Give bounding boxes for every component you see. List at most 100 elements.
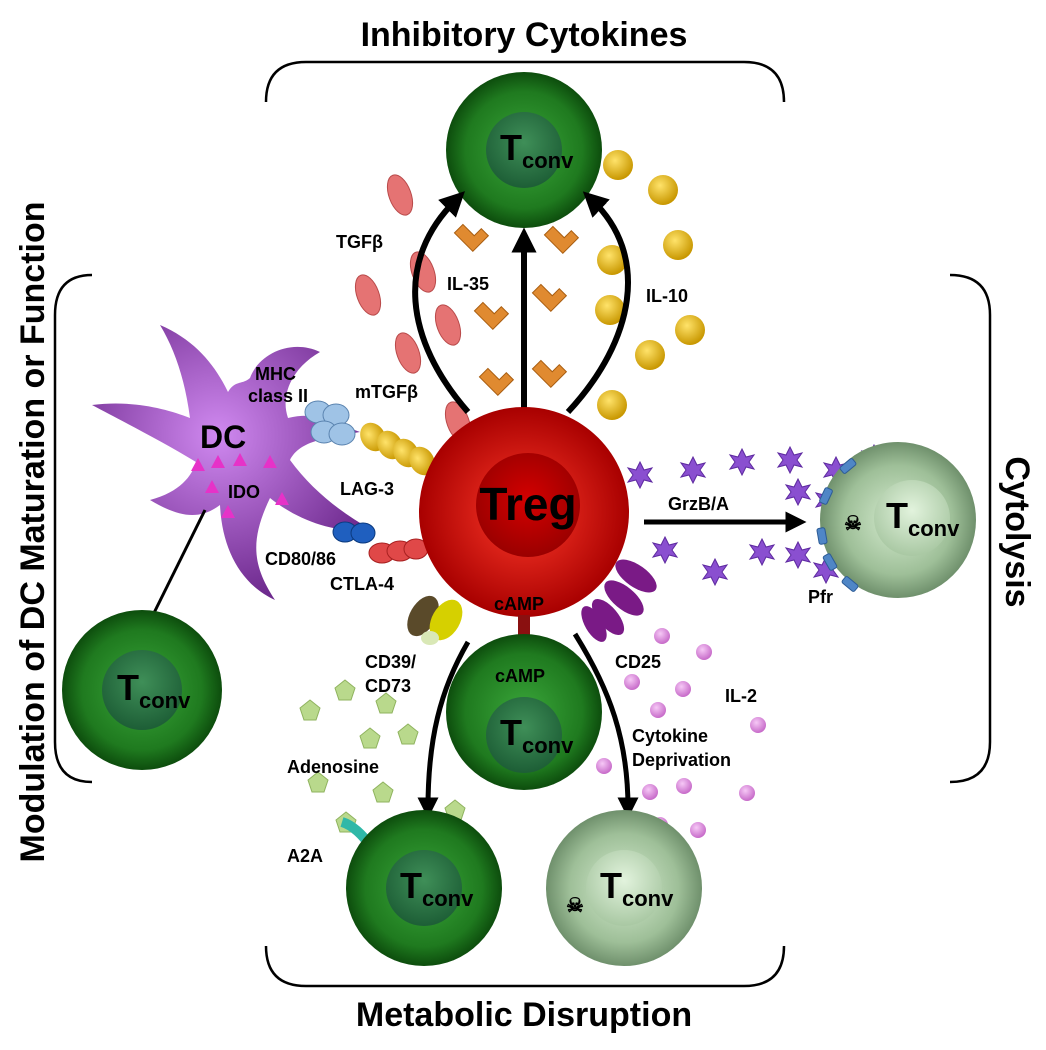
il10-molecule — [595, 295, 625, 325]
tconv-camp: cAMP Tconv — [446, 634, 602, 790]
il10-molecules — [595, 150, 705, 420]
granzyme-molecule — [728, 447, 756, 477]
perforin-pore — [822, 553, 838, 571]
il2-molecule — [690, 822, 706, 838]
dc-inhibition-line — [146, 509, 207, 626]
label-adenosine: Adenosine — [287, 757, 379, 777]
ido-triangle — [275, 492, 289, 505]
granzyme-molecule — [651, 535, 679, 565]
arrow-tgfb — [412, 191, 471, 414]
label-camp-tconv: cAMP — [495, 666, 545, 686]
ido-triangle — [233, 453, 247, 466]
arrow-il10 — [565, 191, 631, 415]
label-cytokine-line1: Cytokine — [632, 726, 708, 746]
il10-molecule — [603, 150, 633, 180]
perforin-pore — [819, 487, 833, 505]
arrow-cytokine-deprivation — [572, 632, 639, 819]
adenosine-molecules — [299, 679, 466, 833]
tconv-top-nucleus — [486, 112, 562, 188]
ctla4-molecule — [368, 538, 429, 564]
cd25-molecule — [591, 598, 625, 636]
label-a2a: A2A — [287, 846, 323, 866]
tconv-cytolysis-nucleus — [874, 480, 950, 556]
adenosine-molecule — [307, 771, 329, 793]
tconv-top: Tconv — [446, 72, 602, 228]
label-il2: IL-2 — [725, 686, 757, 706]
ido-triangles — [191, 453, 289, 518]
tconv-adenosine-nucleus — [386, 850, 462, 926]
tconv-left-label: Tconv — [117, 667, 191, 713]
adenosine-molecule — [375, 692, 397, 714]
label-cytokine-line2: Deprivation — [632, 750, 731, 770]
il35-molecule — [531, 283, 568, 313]
adenosine-molecule — [372, 781, 394, 803]
title-cytolysis: Cytolysis — [998, 456, 1036, 607]
il10-molecule — [663, 230, 693, 260]
label-grzb: GrzB/A — [668, 494, 729, 514]
adenosine-molecule — [359, 727, 381, 749]
mhc-class-ii-molecule — [304, 400, 356, 446]
dc-body — [92, 325, 372, 600]
tconv-cytolysis: Tconv ☠ — [820, 442, 976, 598]
perforin-pores — [816, 458, 859, 592]
granzyme-molecule — [626, 460, 654, 490]
tgfb-molecule — [386, 174, 414, 216]
label-cd39-line1: CD39/ — [365, 652, 416, 672]
dc-label: DC — [200, 419, 246, 455]
title-metabolic-disruption: Metabolic Disruption — [356, 996, 692, 1034]
il2-molecule — [750, 717, 766, 733]
treg-label: Treg — [479, 478, 576, 530]
ido-triangle — [263, 455, 277, 468]
il35-molecule — [473, 301, 510, 331]
il10-molecule — [648, 175, 678, 205]
label-pfr: Pfr — [808, 587, 833, 607]
arrow-adenosine — [417, 640, 471, 819]
tconv-left-nucleus — [102, 650, 182, 730]
il35-molecule — [453, 223, 490, 253]
tconv-camp-nucleus — [486, 697, 562, 773]
cd25-molecule — [581, 606, 607, 642]
granzyme-molecule — [679, 455, 707, 485]
granzyme-molecule — [784, 540, 812, 570]
label-camp-treg: cAMP — [494, 594, 544, 614]
il2-molecules — [596, 628, 766, 838]
tconv-deprived-label: Tconv — [600, 865, 674, 911]
adenosine-molecule — [397, 723, 419, 745]
skull-icon: ☠ — [844, 513, 862, 535]
il2-molecule — [654, 628, 670, 644]
granzyme-molecule — [784, 477, 812, 507]
label-ctla4: CTLA-4 — [330, 574, 394, 594]
il2-molecule — [596, 758, 612, 774]
dendritic-cell: DC IDO — [92, 325, 372, 600]
tgfb-molecules — [354, 174, 472, 443]
il35-molecule — [531, 359, 568, 389]
il2-molecule — [642, 784, 658, 800]
top-bracket — [264, 60, 786, 103]
tconv-left: Tconv — [62, 610, 222, 770]
il10-molecule — [675, 315, 705, 345]
treg-cell: Treg cAMP — [419, 407, 629, 617]
tgfb-molecule — [394, 332, 422, 374]
title-inhibitory-cytokines: Inhibitory Cytokines — [361, 16, 688, 54]
il2-molecule — [624, 674, 640, 690]
tconv-deprived-nucleus — [586, 850, 662, 926]
cd25-molecule — [604, 580, 644, 616]
il2-molecule — [739, 785, 755, 801]
granzyme-molecule — [701, 557, 729, 587]
il35-molecules — [453, 223, 580, 397]
il35-molecule — [478, 367, 515, 397]
perforin-pore — [839, 458, 857, 474]
label-tgfb: TGFβ — [336, 232, 383, 252]
ido-triangle — [205, 480, 219, 493]
il2-molecule — [675, 681, 691, 697]
tconv-adenosine-label: Tconv — [400, 865, 474, 911]
label-mhc-line2: class II — [248, 386, 308, 406]
tconv-top-label: Tconv — [500, 127, 574, 173]
il2-molecule — [696, 644, 712, 660]
granzyme-molecule — [748, 537, 776, 567]
cd25-molecules — [581, 559, 657, 642]
label-cd8086: CD80/86 — [265, 549, 336, 569]
cd80-86-molecule — [332, 521, 376, 544]
lag3-molecule — [360, 422, 435, 476]
label-lag3: LAG-3 — [340, 479, 394, 499]
